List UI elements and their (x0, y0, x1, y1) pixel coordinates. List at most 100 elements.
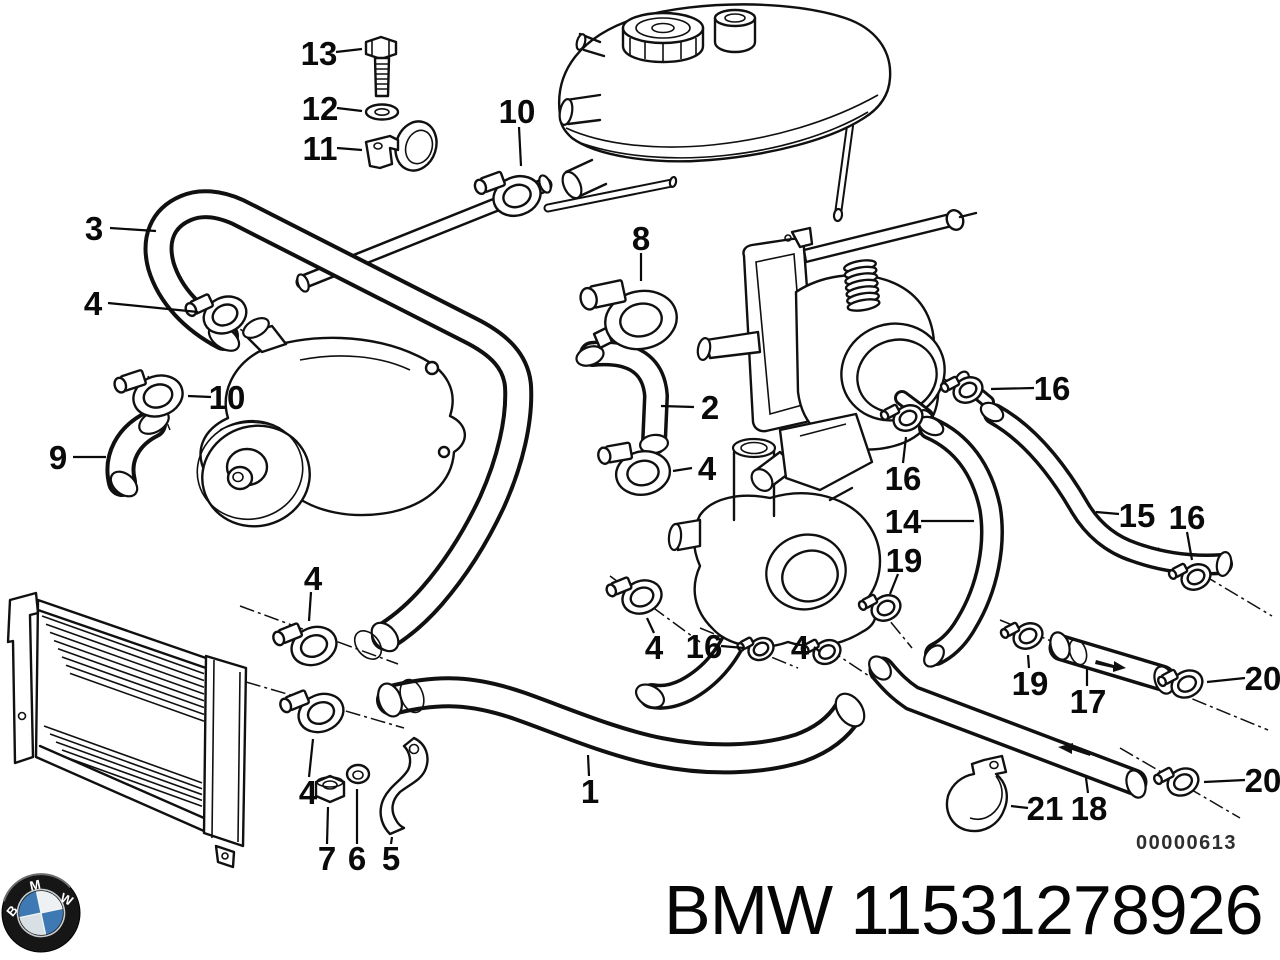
logo-letter-M: M (28, 877, 42, 894)
hose-clamp (879, 403, 924, 432)
hose-clamp (184, 293, 248, 335)
hose-clamp (579, 279, 678, 351)
leader-line-20 (1203, 778, 1246, 784)
bolt-part-13 (364, 35, 398, 98)
hose-15 (979, 401, 1233, 577)
vent-pipe (543, 122, 854, 223)
part-number-title: BMW 11531278926 (664, 871, 1263, 949)
hose-clamp (999, 621, 1044, 650)
callout-label-1: 1 (581, 773, 599, 810)
callout-label-2: 2 (701, 389, 719, 426)
leader-line-5 (389, 836, 394, 845)
callout-label-4: 4 (698, 450, 717, 487)
leader-line-11 (336, 146, 363, 152)
callout-label-4: 4 (84, 285, 103, 322)
leader-line-12 (336, 106, 363, 113)
hose-clamp (1156, 668, 1204, 699)
hose-clamp (1167, 562, 1212, 591)
callout-label-18: 18 (1071, 790, 1108, 827)
callout-label-9: 9 (49, 439, 67, 476)
callout-label-20: 20 (1245, 660, 1280, 697)
leader-line-19 (1026, 654, 1031, 669)
leader-line-13 (335, 47, 363, 54)
logo-quadrant-bl (19, 913, 46, 935)
leader-line-4 (672, 466, 693, 473)
callout-label-4: 4 (645, 629, 664, 666)
leader-line-4 (307, 591, 313, 622)
pipe-17 (1048, 631, 1176, 695)
callout-label-15: 15 (1119, 497, 1156, 534)
washer-part-6 (345, 763, 371, 785)
hose-14 (917, 415, 1004, 668)
hose-clamp (857, 593, 902, 622)
filler-cap (621, 11, 705, 64)
radiator (6, 591, 248, 869)
throttle-nipple (704, 330, 762, 360)
holder-part-11 (364, 120, 438, 172)
leader-line-15 (1095, 510, 1120, 516)
leader-line-21 (1010, 804, 1029, 810)
callout-label-19: 19 (1012, 665, 1049, 702)
water-pump (196, 317, 466, 528)
leader-line-19 (888, 573, 900, 595)
leader-line-10 (187, 394, 212, 399)
hose-1 (376, 676, 866, 775)
expansion-tank (557, 3, 892, 200)
callout-label-4: 4 (791, 629, 810, 666)
logo-rim-highlight (2, 873, 72, 902)
watermark: 00000613 (1136, 832, 1237, 854)
flow-arrow-left (1058, 743, 1091, 756)
hose-clamp (736, 636, 775, 662)
leader-line-4 (307, 738, 315, 778)
callout-label-8: 8 (632, 220, 650, 257)
tank-fitting (713, 8, 757, 54)
leader-line-16 (901, 436, 908, 464)
thermostat-housing (634, 437, 882, 710)
callout-label-12: 12 (302, 90, 339, 127)
callout-label-17: 17 (1070, 683, 1107, 720)
leader-line-7 (325, 806, 330, 845)
throttle-spring (843, 259, 881, 312)
leader-line-20 (1206, 676, 1246, 684)
callout-label-4: 4 (304, 560, 323, 597)
flow-arrow-right (1095, 660, 1126, 672)
leader-line-4 (107, 301, 199, 314)
callout-label-4: 4 (299, 774, 318, 811)
callout-label-7: 7 (318, 840, 336, 877)
callout-label-14: 14 (885, 503, 922, 540)
leader-line-1 (586, 754, 591, 777)
hose-clamp (113, 369, 184, 418)
logo-quadrant-tl (19, 891, 41, 918)
hose-clamp (1152, 766, 1200, 797)
callout-label-21: 21 (1027, 790, 1064, 827)
hose-clamp (473, 170, 542, 218)
logo-quadrant-br (41, 908, 63, 935)
callout-label-11: 11 (303, 130, 338, 167)
nut-part-7 (314, 774, 346, 804)
leader-line-16 (1185, 531, 1194, 561)
pipe-18 (868, 655, 1148, 799)
leader-line-2 (660, 404, 695, 409)
hose-9 (105, 409, 170, 498)
leader-line-16 (720, 644, 745, 650)
callout-label-5: 5 (382, 840, 400, 877)
callout-label-3: 3 (85, 210, 103, 247)
callout-label-16: 16 (1034, 370, 1071, 407)
leader-line-10 (517, 126, 523, 167)
hose-clamp (605, 576, 663, 615)
throttle-body (696, 209, 995, 492)
callout-label-20: 20 (1245, 762, 1280, 799)
callout-label-16: 16 (1169, 499, 1206, 536)
bracket-part-5 (379, 736, 429, 836)
hose-clamp (800, 638, 842, 666)
leader-line-16 (990, 386, 1035, 391)
bracket-21 (945, 754, 1008, 833)
hose-clamp (272, 622, 338, 667)
logo-quadrant-tr (36, 891, 63, 913)
leader-line-3 (109, 226, 157, 233)
throttle-lever (802, 212, 954, 264)
leader-line-18 (1084, 777, 1090, 794)
callout-label-16: 16 (686, 628, 723, 665)
